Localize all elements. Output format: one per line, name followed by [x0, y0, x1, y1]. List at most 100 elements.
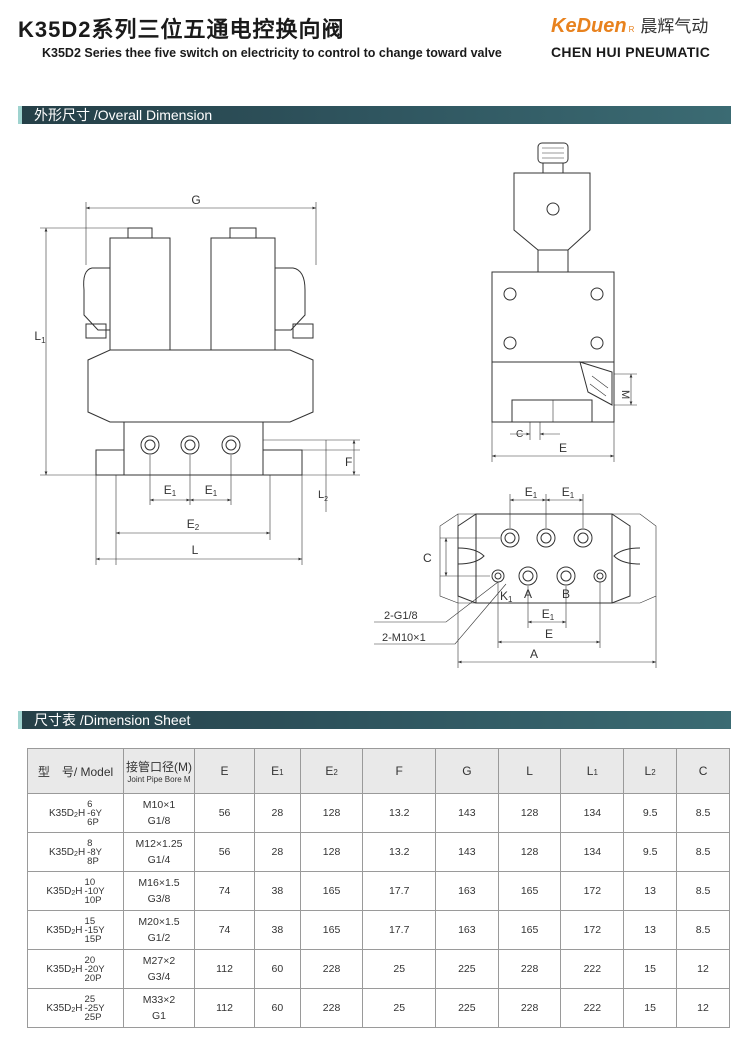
label-port-a: A	[524, 587, 532, 601]
cell-l1: 172	[560, 871, 625, 911]
cell-l1: 172	[560, 910, 625, 950]
cell-e1: 28	[254, 793, 301, 833]
cell-f: 25	[362, 949, 436, 989]
mount-slot-left	[457, 547, 485, 565]
cell-g: 225	[435, 949, 499, 989]
technical-drawing: G L1 F L2 E1 E1 E2 L	[34, 142, 657, 668]
cell-l1: 222	[560, 949, 625, 989]
cell-l2: 13	[623, 910, 678, 950]
label-e1-bottom: E1	[542, 607, 555, 622]
cell-g: 143	[435, 832, 499, 872]
label-l: L	[192, 543, 199, 557]
col-model: 型 号/ Model	[27, 748, 124, 794]
cell-e2: 128	[299, 832, 364, 872]
cell-e2: 128	[299, 793, 364, 833]
cell-f: 13.2	[362, 793, 436, 833]
section-title-dimension: 外形尺寸 /Overall Dimension	[34, 107, 213, 123]
brand-name-en: CHEN HUI PNEUMATIC	[551, 44, 711, 60]
side-solenoid-head	[513, 172, 591, 251]
cell-e: 74	[193, 910, 256, 950]
cell-g: 143	[435, 793, 499, 833]
label-a-bottom: A	[530, 647, 538, 661]
knob-stem	[542, 162, 564, 174]
cell-c: 12	[676, 988, 730, 1028]
cell-l2: 15	[623, 988, 678, 1028]
registered-mark: R	[628, 25, 635, 34]
cell-e1: 38	[254, 871, 301, 911]
cell-e2: 165	[299, 910, 364, 950]
solenoid-coil-left	[109, 237, 171, 351]
cell-l: 165	[497, 871, 562, 911]
col-g: G	[435, 748, 499, 794]
label-port-b: B	[562, 587, 570, 601]
coil-nut-left	[127, 227, 153, 239]
cell-e1: 60	[254, 949, 301, 989]
label-l1: L1	[34, 329, 46, 345]
mount-slot-right	[613, 547, 641, 565]
cell-c: 8.5	[676, 832, 730, 872]
front-view: G L1 F L2 E1 E1 E2 L	[34, 193, 360, 565]
cell-l1: 134	[560, 793, 625, 833]
cell-e1: 38	[254, 910, 301, 950]
cell-l: 128	[497, 832, 562, 872]
label-m10: 2-M10×1	[382, 632, 426, 644]
label-e1-left: E1	[164, 483, 177, 498]
cell-e1: 28	[254, 832, 301, 872]
bottom-body	[457, 513, 631, 604]
connector-left	[83, 267, 110, 331]
label-e1-right: E1	[205, 483, 218, 498]
cell-l2: 15	[623, 949, 678, 989]
side-base-lower	[511, 399, 593, 423]
valve-body	[87, 349, 314, 423]
section-bar-stripe	[18, 106, 22, 124]
coil-nut-right	[229, 227, 257, 239]
label-l2: L2	[318, 489, 328, 503]
cell-g: 163	[435, 871, 499, 911]
cell-e: 56	[193, 793, 256, 833]
brand-name-cn: 晨辉气动	[640, 17, 709, 36]
col-f: F	[362, 748, 436, 794]
solenoid-coil-right	[210, 237, 276, 351]
cell-g: 225	[435, 988, 499, 1028]
col-e: E	[193, 748, 256, 794]
side-coil-neck	[537, 249, 569, 273]
section-bar-dimension: 外形尺寸 /Overall Dimension	[18, 106, 731, 124]
cell-e: 112	[193, 949, 256, 989]
label-g: G	[191, 193, 200, 207]
cell-f: 13.2	[362, 832, 436, 872]
brand-logo: KeDuen R 晨辉气动 CHEN HUI PNEUMATIC	[551, 12, 731, 60]
label-e-side: E	[559, 441, 567, 455]
cell-l: 165	[497, 910, 562, 950]
label-e2: E2	[187, 517, 200, 532]
side-port-fitting	[579, 361, 613, 406]
col-l2: L2	[623, 748, 678, 794]
port-circles	[140, 435, 241, 455]
cell-l1: 222	[560, 988, 625, 1028]
section-bar-stripe	[18, 711, 22, 729]
cell-l2: 9.5	[623, 793, 678, 833]
cell-l: 128	[497, 793, 562, 833]
label-e1-bottom-right: E1	[562, 485, 575, 500]
col-pipe-bore: 接管口径(M) Joint Pipe Bore M	[123, 748, 195, 794]
cell-f: 17.7	[362, 871, 436, 911]
side-bolt-holes	[503, 287, 604, 350]
cell-l2: 13	[623, 871, 678, 911]
cell-e: 112	[193, 988, 256, 1028]
col-l: L	[497, 748, 562, 794]
col-e2: E2	[299, 748, 364, 794]
label-m: M	[619, 390, 631, 399]
